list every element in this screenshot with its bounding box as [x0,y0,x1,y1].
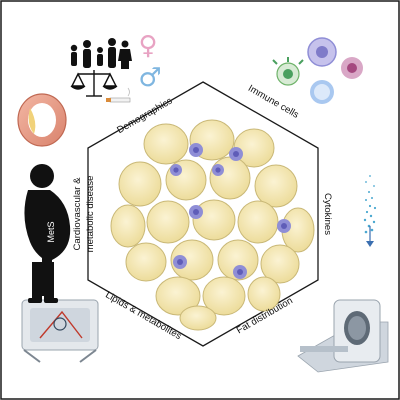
adipocyte [118,161,162,207]
family-icon [70,38,132,69]
immune-cell [233,265,247,279]
adipocyte [209,156,251,200]
adipocyte [170,239,214,281]
immune-cell [170,164,182,176]
adipocyte [179,305,217,331]
obese-person-icon [24,164,71,303]
mri-scanner-icon [297,299,389,373]
label-cardio-line2: metabolic disease [85,176,96,253]
male-symbol-icon: ♂ [138,63,161,93]
hexagon-outline [87,81,319,347]
adipocyte [110,204,146,248]
scales-icon [70,70,118,97]
artery-plaque-icon [17,93,67,147]
immune-cell [189,205,203,219]
cytokine-gradient-icon [363,175,377,247]
immune-cell [229,147,243,161]
label-cardio-line1: Cardiovascular & [72,177,83,251]
immune-cells-icon [272,37,363,104]
adipocyte [146,200,190,244]
adipocyte [260,244,300,284]
adipocyte [247,276,281,312]
immune-cell [212,164,224,176]
female-symbol-icon: ♀ [138,31,157,61]
lipid-analyzer-icon [21,299,99,363]
cigarette-icon [106,87,131,103]
immune-cell [277,219,291,233]
adipocyte [192,199,236,241]
label-cytokines: Cytokines [322,193,333,235]
adipocyte [155,276,201,316]
adipocyte [217,239,259,281]
adipocyte [143,123,189,165]
adipocyte [237,200,279,244]
adipocyte [202,276,246,316]
immune-cell [189,143,203,157]
immune-cell [173,255,187,269]
adipocyte [125,242,167,282]
tissue-immune-cells [170,143,291,279]
adipocyte [254,164,298,208]
mets-badge: MetS [46,221,56,242]
